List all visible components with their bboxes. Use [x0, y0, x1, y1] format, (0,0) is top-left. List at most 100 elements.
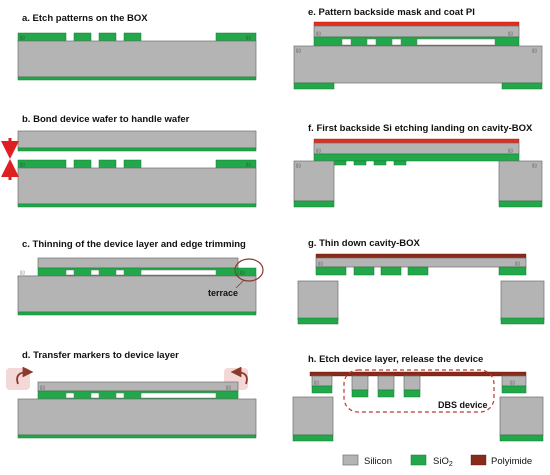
handle-wafer	[293, 45, 543, 84]
step-d: d. Transfer markers to device layer ⌷⌷ ⌷…	[6, 350, 257, 439]
step-c-title: c. Thinning of the device layer and edge…	[22, 239, 246, 250]
marker-right: ⌷⌷	[508, 31, 513, 36]
legend-sio2-subscript: 2	[449, 461, 453, 468]
cavity	[115, 392, 125, 399]
step-b-title: b. Bond device wafer to handle wafer	[22, 114, 190, 125]
handle-wafer	[17, 398, 257, 436]
marker-right-handle: ⌷⌷	[532, 48, 537, 53]
marker-left-handle: ⌷⌷	[296, 163, 301, 168]
marker-left: ⌷⌷	[40, 385, 45, 390]
handle-pillar-left	[292, 396, 334, 436]
backside-mask	[501, 82, 543, 90]
step-h: h. Etch device layer, release the device…	[292, 354, 544, 442]
marker-left: ⌷⌷	[20, 162, 25, 167]
polyimide-coat	[315, 253, 527, 259]
marker-left: ⌷⌷	[316, 148, 321, 153]
cavity-large	[140, 392, 217, 399]
bottom-oxide	[17, 311, 257, 316]
legend-sio2-label: SiO2	[433, 456, 453, 468]
handle-pillar-left	[297, 280, 339, 321]
handle-pillar-right	[499, 396, 544, 436]
terrace-pointer	[235, 279, 245, 289]
step-e-title: e. Pattern backside mask and coat PI	[308, 7, 475, 18]
backside-mask	[292, 434, 334, 442]
transfer-arrow-left	[16, 366, 34, 385]
cavity-box	[353, 160, 367, 166]
marker-right: ⌷⌷	[240, 270, 245, 275]
bottom-oxide	[17, 203, 257, 208]
step-c: c. Thinning of the device layer and edge…	[17, 239, 264, 316]
marker-right: ⌷⌷	[226, 385, 231, 390]
box-pattern	[98, 159, 117, 169]
marker-left: ⌷⌷	[316, 31, 321, 36]
device-beam	[377, 375, 395, 391]
thin-cavity-box	[498, 266, 527, 276]
device-beam	[403, 375, 421, 391]
step-f: f. First backside Si etching landing on …	[293, 123, 543, 208]
legend-polyimide-label: Polyimide	[491, 456, 532, 467]
device-layer	[315, 257, 527, 268]
legend-sio2-prefix: SiO	[433, 456, 449, 467]
bottom-oxide	[17, 76, 257, 81]
thin-cavity-box	[353, 266, 375, 276]
handle-wafer	[17, 275, 257, 313]
step-f-title: f. First backside Si etching landing on …	[308, 123, 533, 134]
box-pattern	[17, 159, 67, 169]
handle-wafer	[17, 167, 257, 205]
handle-pillar-right	[500, 280, 545, 321]
device-wafer	[17, 130, 257, 149]
device-layer	[37, 381, 239, 392]
polyimide-coat	[309, 371, 527, 377]
marker-right: ⌷⌷	[510, 380, 515, 385]
step-b: b. Bond device wafer to handle wafer ⌷⌷ …	[1, 114, 257, 208]
terrace-circle	[234, 258, 264, 282]
cavity-box	[393, 160, 407, 166]
device-oxide	[377, 389, 395, 398]
cavity	[341, 38, 352, 46]
step-d-title: d. Transfer markers to device layer	[22, 350, 179, 361]
step-g: g. Thin down cavity-BOX ⌷⌷ ⌷⌷	[297, 238, 545, 325]
buried-oxide	[313, 153, 520, 162]
thin-cavity-box	[407, 266, 429, 276]
marker-left: ⌷⌷	[318, 261, 323, 266]
legend-silicon-swatch	[342, 454, 359, 466]
marker-right-handle: ⌷⌷	[532, 163, 537, 168]
anchor-oxide	[501, 385, 527, 394]
step-h-title: h. Etch device layer, release the device	[308, 354, 483, 365]
bottom-oxide	[17, 434, 257, 439]
marker-left: ⌷⌷	[314, 380, 319, 385]
device-wafer-oxide	[17, 147, 257, 152]
box-pattern	[98, 32, 117, 42]
device-oxide	[403, 389, 421, 398]
cavity	[115, 269, 125, 276]
backside-mask	[293, 200, 335, 208]
box-pattern	[123, 32, 142, 42]
dbs-device-outline	[343, 369, 495, 413]
handle-pillar-right	[498, 160, 543, 202]
marker-right: ⌷⌷	[246, 35, 251, 40]
step-a-title: a. Etch patterns on the BOX	[22, 13, 148, 24]
cavity	[391, 38, 402, 46]
backside-mask	[297, 317, 339, 325]
step-g-title: g. Thin down cavity-BOX	[308, 238, 421, 249]
legend-sio2-swatch	[410, 454, 427, 466]
legend-polyimide-swatch	[470, 454, 487, 466]
box-pattern	[73, 32, 92, 42]
cavity	[90, 269, 100, 276]
device-layer	[37, 257, 239, 269]
legend: Silicon SiO2 Polyimide	[342, 454, 532, 468]
box-pattern	[123, 159, 142, 169]
backside-mask	[293, 82, 335, 90]
backside-mask	[499, 434, 544, 442]
device-layer	[313, 25, 520, 38]
cavity-large	[416, 38, 496, 46]
marker-right: ⌷⌷	[515, 261, 520, 266]
device-beam	[351, 375, 369, 391]
box-pattern	[17, 32, 67, 42]
anchor-oxide	[311, 385, 333, 394]
transfer-arrow-right	[230, 366, 248, 385]
device-layer	[313, 142, 520, 155]
marker-left-handle: ⌷⌷	[296, 48, 301, 53]
marker-left: ⌷⌷	[20, 35, 25, 40]
